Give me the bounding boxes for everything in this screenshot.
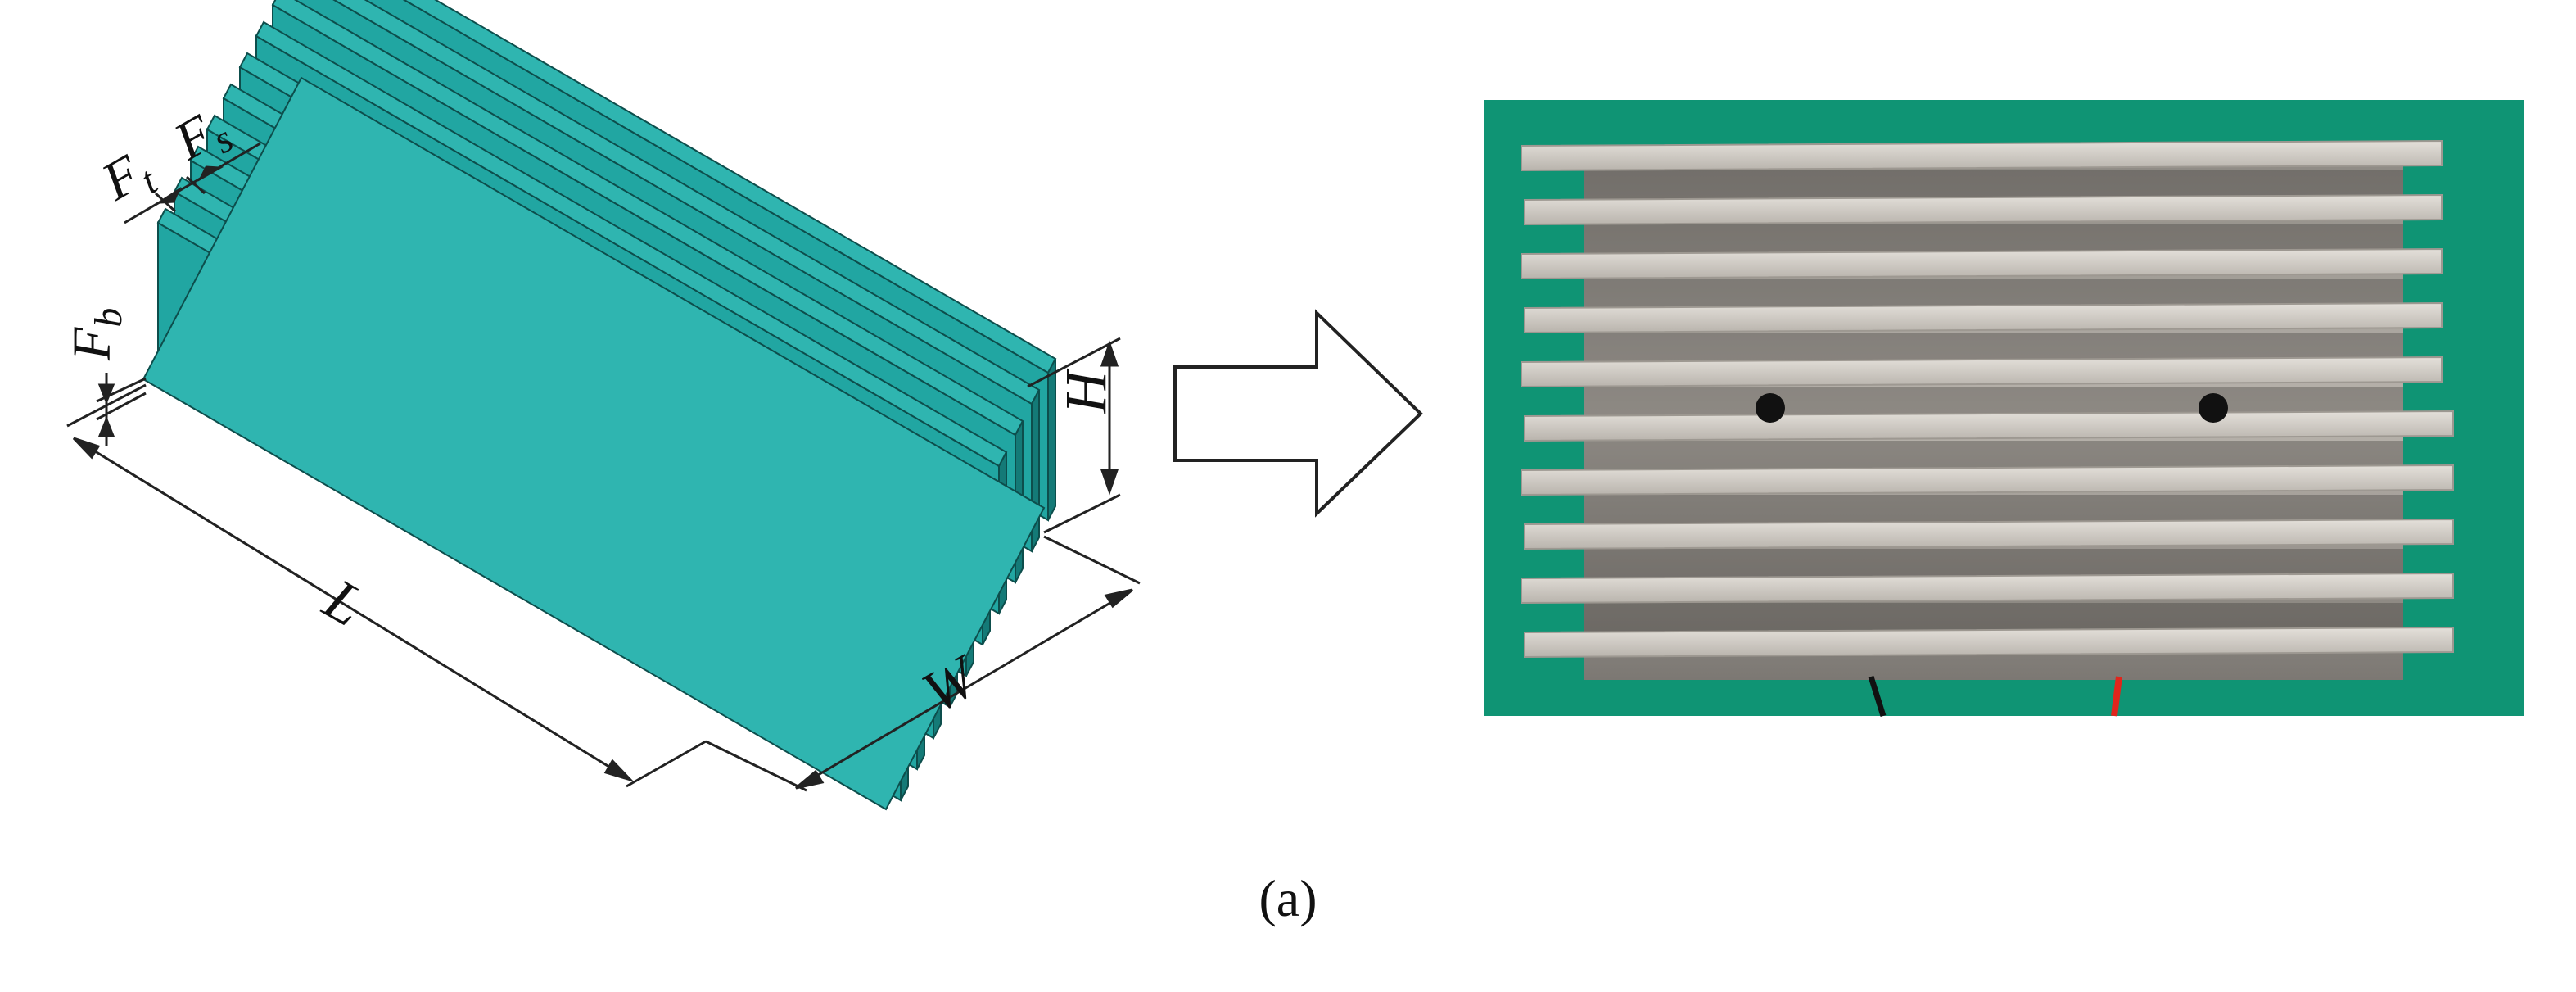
- base-plate-top: [142, 76, 1046, 811]
- fin-end-face: [1047, 358, 1056, 521]
- arrow-right-icon: [1173, 309, 1423, 518]
- photo-fin-gap: [1584, 333, 2403, 362]
- base-thickness-ext-bottom: [96, 392, 147, 421]
- length-label: L: [313, 565, 375, 639]
- width-extension-left: [705, 740, 807, 792]
- fin-spacing-arrow: [197, 165, 224, 182]
- length-dimension-line: [73, 437, 631, 781]
- photo-fin-stack: [1521, 139, 2454, 659]
- length-arrow-start: [72, 437, 101, 460]
- height-extension-top: [1027, 337, 1121, 388]
- photo-fin-gap: [1584, 387, 2403, 416]
- mounting-hole-right: [2199, 393, 2228, 423]
- width-arrow-start: [795, 769, 825, 790]
- photo-fin: [1524, 193, 2443, 226]
- base-plate: [142, 76, 1046, 811]
- photo-fin-gap: [1584, 495, 2403, 524]
- height-arrow-bottom: [1100, 469, 1119, 496]
- photo-fin: [1521, 139, 2443, 172]
- photo-fin-gap: [1584, 549, 2403, 578]
- dimension-annotations: [66, 142, 1141, 792]
- fin-thickness-label: Ft: [92, 138, 165, 220]
- height-extension-bottom: [1043, 493, 1121, 534]
- figure-caption: (a): [1259, 869, 1317, 927]
- photo-fin: [1524, 626, 2454, 659]
- photo-fin-gap: [1584, 170, 2403, 200]
- photo-fin-gap: [1584, 279, 2403, 308]
- width-dimension-line: [795, 588, 1133, 790]
- photo-fin-gap: [1584, 224, 2403, 254]
- base-thickness-label: Fb: [62, 308, 130, 361]
- photo-fin: [1521, 572, 2454, 605]
- height-arrow-top: [1100, 340, 1119, 367]
- heat-sink-3d-model: [142, 0, 1057, 811]
- photo-fin: [1521, 464, 2454, 496]
- photo-fin: [1524, 518, 2454, 550]
- fin-extension-2: [185, 175, 206, 195]
- width-extension-right: [1043, 535, 1141, 585]
- fin-extension-1: [154, 192, 177, 213]
- length-extension-right: [626, 740, 707, 788]
- photo-fin: [1521, 247, 2443, 280]
- base-thickness-ext-top: [96, 377, 147, 403]
- height-label: H: [1053, 368, 1119, 414]
- base-thickness-arrow-bottom: [97, 415, 115, 437]
- photo-fin: [1521, 356, 2443, 388]
- mounting-hole-left: [1756, 393, 1785, 423]
- photo-fin-gap: [1584, 441, 2403, 470]
- wire-red: [2111, 676, 2122, 717]
- wire-black: [1868, 675, 1887, 718]
- length-arrow-end: [603, 759, 635, 783]
- photo-fin: [1524, 301, 2443, 334]
- photo-fin: [1524, 410, 2454, 442]
- photo-fin-gap: [1584, 603, 2403, 632]
- heat-sink-photo: [1484, 100, 2524, 718]
- width-arrow-end: [1104, 588, 1133, 609]
- base-thickness-arrow-top: [97, 383, 115, 405]
